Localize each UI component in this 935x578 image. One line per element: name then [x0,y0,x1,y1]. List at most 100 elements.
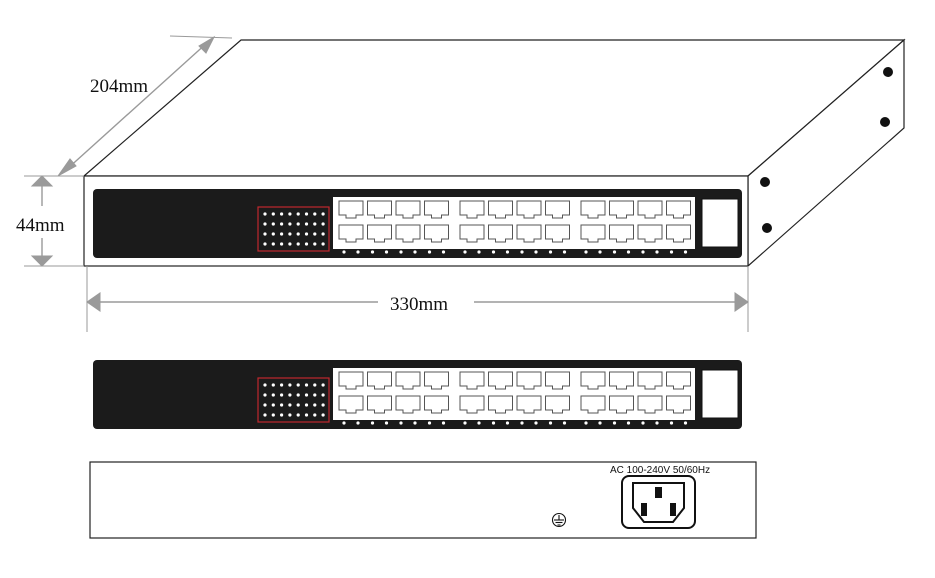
rj45-port-icon [488,224,513,243]
status-led [263,403,267,407]
port-link-led [356,250,360,254]
status-led [263,383,267,387]
status-led [263,393,267,397]
port-link-led [584,421,588,425]
status-led [271,403,275,407]
rj45-port-icon [580,395,606,414]
status-led [280,393,284,397]
status-led [304,212,309,216]
status-led [304,403,309,407]
port-link-led [534,250,538,254]
width-arrow-head [734,292,749,312]
rj45-port-icon [488,200,513,219]
status-led [296,403,300,407]
status-led [271,242,275,246]
port-link-led [491,421,496,425]
rj45-port-icon [459,395,485,414]
port-link-led [370,421,375,425]
power-rating-label: AC 100-240V 50/60Hz [610,465,710,476]
led-indicator-box [257,206,330,252]
status-led [321,393,325,397]
status-led [280,413,284,417]
port-link-led [598,250,602,254]
port-link-led [413,250,417,254]
rj45-port-icon [609,371,634,390]
mount-hole [883,67,893,77]
rj45-port-icon [580,224,606,243]
rj45-port-icon [666,395,691,414]
status-led [271,383,275,387]
rj45-port-icon [424,395,449,414]
rj45-port-icon [516,371,542,390]
rj45-port-icon [459,371,485,390]
rj45-port-icon [545,395,570,414]
module-slot [701,198,739,248]
rj45-port-icon [488,395,513,414]
status-led [288,383,292,387]
port-link-led [612,250,617,254]
width-label: 330mm [390,294,448,315]
rj45-port-icon [637,371,663,390]
port-link-led [562,421,567,425]
status-led [296,232,300,236]
port-link-led [505,421,510,425]
port-link-led [641,250,645,254]
rj45-port-icon [516,395,542,414]
rj45-port-icon [424,200,449,219]
port-link-led [342,250,346,254]
rj45-port-icon [637,395,663,414]
status-led [280,242,284,246]
rj45-port-icon [666,200,691,219]
port-link-led [520,250,524,254]
port-link-led [584,250,588,254]
port-link-led [399,421,403,425]
status-led [296,242,300,246]
port-link-led [441,421,446,425]
status-led [288,242,292,246]
rj45-port-icon [338,200,364,219]
height-label: 44mm [16,215,65,236]
port-link-led [626,421,631,425]
status-led [288,222,292,226]
status-led [280,403,284,407]
port-link-led [669,421,674,425]
rj45-port-icon [609,200,634,219]
rj45-port-icon [637,224,663,243]
rj45-port-icon [424,371,449,390]
status-led [321,242,325,246]
rj45-port-icon [545,224,570,243]
status-led [271,232,275,236]
rj45-port-icon [367,224,392,243]
status-led [313,212,317,216]
rj45-port-icon [367,371,392,390]
chassis-3d-view [82,38,906,268]
rj45-port-icon [545,371,570,390]
rj45-port-icon [338,395,364,414]
port-link-led [612,421,617,425]
status-led [296,383,300,387]
port-link-led [463,250,467,254]
status-led [321,383,325,387]
rj45-port-icon [395,224,421,243]
rj45-port-icon [637,200,663,219]
port-field [333,368,695,420]
height-arrow-head [30,175,54,187]
rj45-port-icon [488,371,513,390]
status-led [296,212,300,216]
rj45-port-icon [367,395,392,414]
rj45-port-icon [516,200,542,219]
led-indicator-box [257,377,330,423]
port-link-led [384,250,389,254]
status-led [280,383,284,387]
mount-hole [760,177,770,187]
port-link-led [520,421,524,425]
port-link-led [384,421,389,425]
port-link-led [669,250,674,254]
power-socket-icon [621,475,696,529]
depth-dimension-line [65,41,209,171]
status-led [313,232,317,236]
depth-label: 204mm [90,76,148,97]
status-led [313,393,317,397]
status-led [296,393,300,397]
